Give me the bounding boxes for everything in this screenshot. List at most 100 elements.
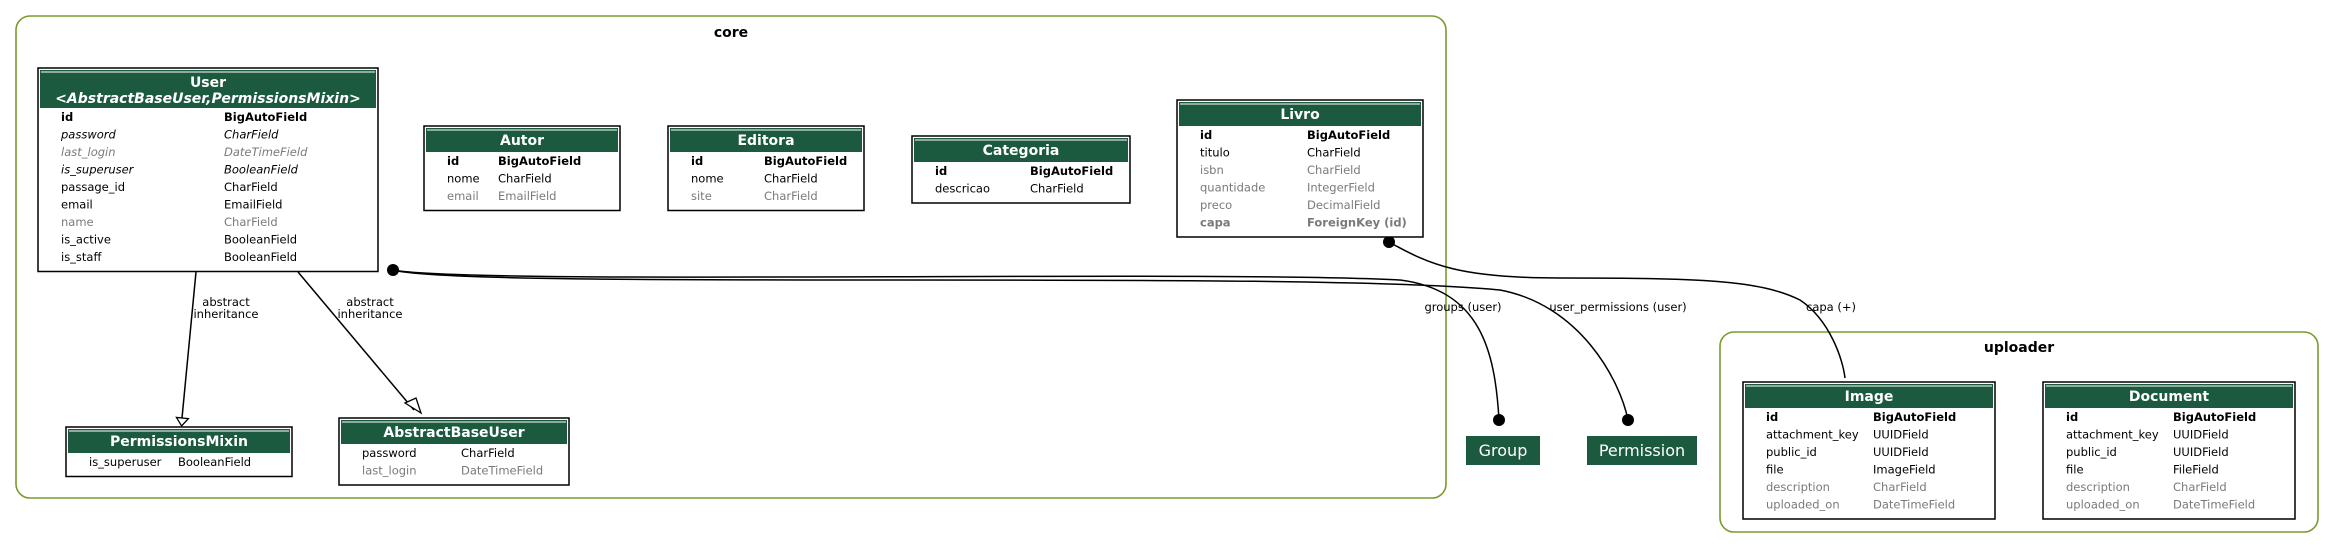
field-type: BigAutoField — [224, 110, 307, 124]
field-type: BigAutoField — [764, 154, 847, 168]
model-autor-header — [426, 128, 618, 152]
model-user-subtitle: <AbstractBaseUser,PermissionsMixin> — [55, 91, 361, 107]
node-group-box — [1466, 436, 1540, 465]
field-name: uploaded_on — [1766, 498, 1840, 512]
field-name: id — [691, 154, 703, 168]
edge-label-user-permissions: user_permissions (user) — [1549, 300, 1686, 314]
field-name: site — [691, 189, 712, 203]
field-type: BooleanField — [224, 233, 297, 247]
field-type: CharField — [1307, 163, 1361, 177]
field-name: id — [1200, 128, 1212, 142]
field-name: description — [1766, 480, 1830, 494]
field-name: id — [1766, 410, 1778, 424]
edge-inherit-abstractbaseuser — [297, 271, 415, 411]
field-name: titulo — [1200, 146, 1230, 160]
field-name: id — [61, 110, 73, 124]
cluster-core-border — [15, 15, 1447, 499]
field-type: CharField — [764, 172, 818, 186]
field-name: last_login — [61, 145, 116, 159]
field-type: BooleanField — [224, 250, 297, 264]
field-type: CharField — [1307, 146, 1361, 160]
field-name: is_superuser — [61, 163, 135, 177]
field-type: UUIDField — [1873, 445, 1929, 459]
model-autor-title: Autor — [500, 133, 544, 149]
field-name: quantidade — [1200, 181, 1265, 195]
node-group: Group — [1466, 436, 1540, 465]
field-name: descricao — [935, 182, 990, 196]
field-type: DateTimeField — [1873, 498, 1955, 512]
model-user: User<AbstractBaseUser,PermissionsMixin> i… — [37, 67, 379, 273]
field-type: CharField — [2173, 480, 2227, 494]
cluster-uploader: uploader — [1719, 331, 2319, 533]
field-type: BigAutoField — [1307, 128, 1390, 142]
model-permissions-mixin-title: PermissionsMixin — [110, 434, 248, 450]
edge-label-inherit-pm-2: inheritance — [193, 307, 258, 321]
field-type: CharField — [224, 180, 278, 194]
field-name: is_staff — [61, 250, 102, 264]
field-type: UUIDField — [1873, 428, 1929, 442]
model-user-title: User — [190, 75, 226, 91]
field-name: password — [60, 128, 116, 142]
edge-label-groups: groups (user) — [1424, 300, 1501, 314]
cluster-core: core — [15, 15, 1447, 499]
field-name: file — [1766, 463, 1784, 477]
cluster-core-label: core — [714, 25, 748, 41]
cluster-uploader-border — [1719, 331, 2319, 533]
field-type: EmailField — [224, 198, 282, 212]
model-abstract-base-user-header — [341, 420, 567, 444]
edge-origin-dot-user — [387, 264, 399, 276]
field-name: preco — [1200, 198, 1232, 212]
node-permission-label: Permission — [1599, 441, 1685, 460]
field-name: name — [61, 215, 94, 229]
edge-label-inherit-abu-2: inheritance — [337, 307, 402, 321]
field-type: BigAutoField — [1030, 164, 1113, 178]
model-livro-header — [1179, 102, 1421, 126]
field-type: CharField — [498, 172, 552, 186]
field-type: DateTimeField — [461, 464, 543, 478]
field-type: IntegerField — [1307, 181, 1375, 195]
field-name: description — [2066, 480, 2130, 494]
model-document-header — [2045, 384, 2293, 408]
model-tables: User<AbstractBaseUser,PermissionsMixin> i… — [37, 67, 2296, 520]
field-name: file — [2066, 463, 2084, 477]
field-name: passage_id — [61, 180, 125, 194]
model-editora-title: Editora — [737, 133, 794, 149]
edge-groups — [392, 269, 1500, 421]
model-document-title: Document — [2129, 389, 2210, 405]
edge-label-capa: capa (+) — [1806, 300, 1856, 314]
field-name: is_active — [61, 233, 111, 247]
field-name: id — [935, 164, 947, 178]
field-name: email — [447, 189, 479, 203]
model-permissions-mixin-header — [68, 429, 290, 453]
edge-end-dot-permission — [1622, 414, 1634, 426]
model-image-header — [1745, 384, 1993, 408]
field-name: attachment_key — [2066, 428, 2159, 442]
field-type: BigAutoField — [1873, 410, 1956, 424]
field-type: ImageField — [1873, 463, 1936, 477]
field-type: BooleanField — [178, 455, 251, 469]
edge-user-permissions — [392, 269, 1629, 421]
field-type: ForeignKey (id) — [1307, 216, 1407, 230]
field-name: nome — [691, 172, 724, 186]
field-type: BooleanField — [224, 163, 299, 177]
field-type: UUIDField — [2173, 445, 2229, 459]
field-name: capa — [1200, 216, 1231, 230]
field-name: email — [61, 198, 93, 212]
model-user-header — [40, 70, 376, 108]
edge-capa — [1388, 241, 1846, 379]
field-name: isbn — [1200, 163, 1224, 177]
field-name: nome — [447, 172, 480, 186]
field-type: CharField — [1873, 480, 1927, 494]
node-group-label: Group — [1479, 441, 1528, 460]
edge-label-inherit-abu-1: abstract — [346, 295, 394, 309]
edge-inherit-permissionsmixin — [181, 271, 197, 419]
field-type: CharField — [224, 215, 278, 229]
model-abstract-base-user-title: AbstractBaseUser — [383, 425, 524, 441]
field-type: CharField — [764, 189, 818, 203]
field-name: public_id — [2066, 445, 2117, 459]
